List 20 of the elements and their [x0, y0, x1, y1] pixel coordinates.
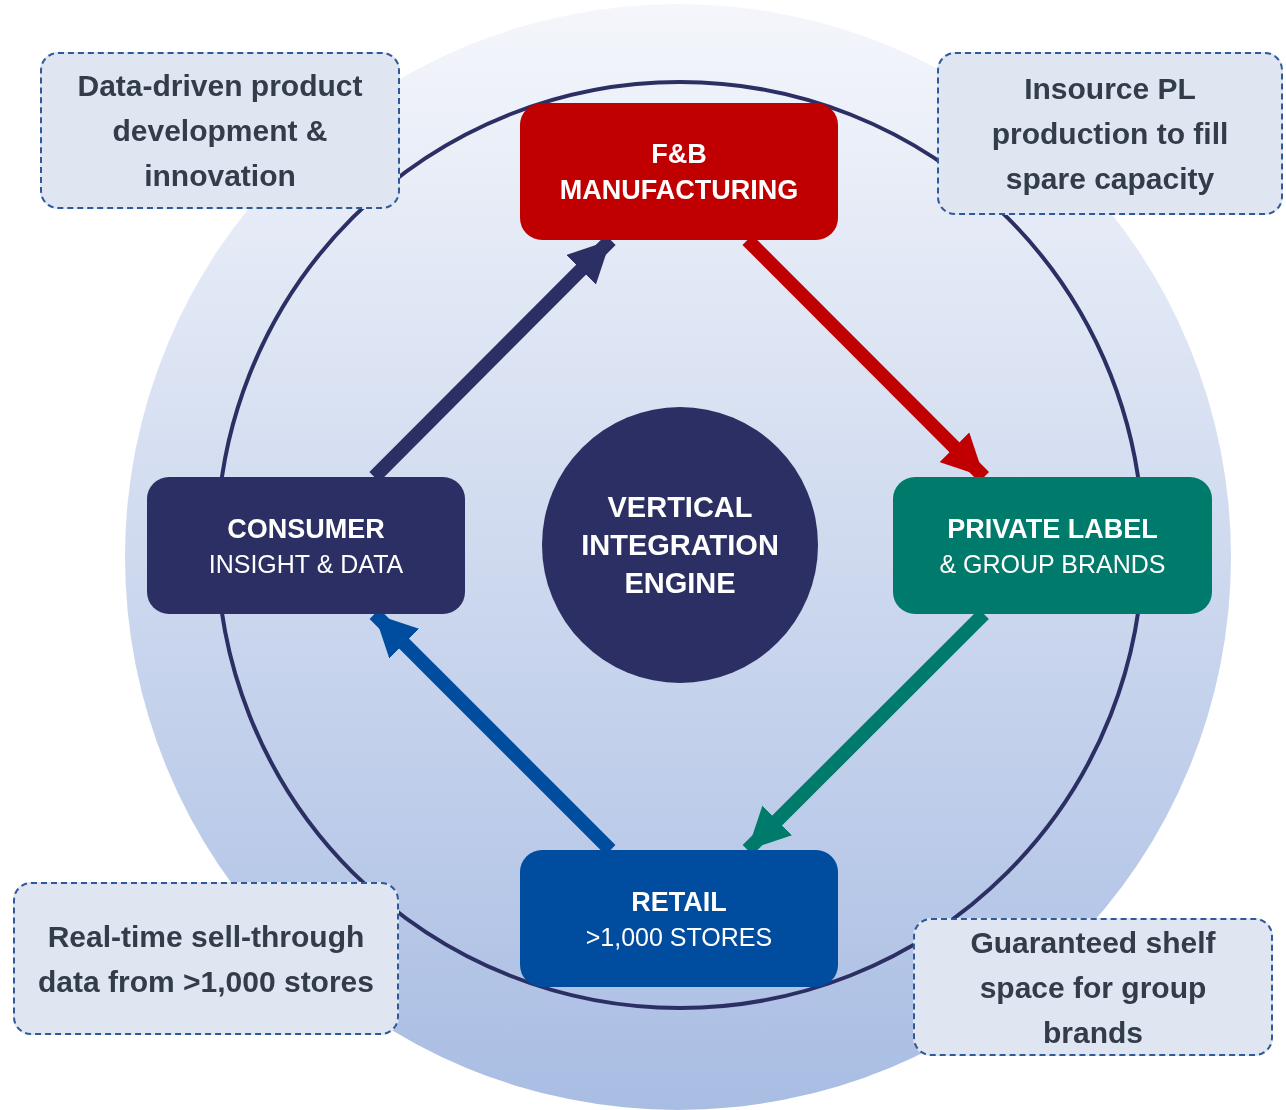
- callout-text: Guaranteed shelf space for group brands: [969, 924, 1217, 1051]
- process-box: [520, 850, 838, 987]
- box-title: F&B MANUFACTURING: [559, 137, 799, 207]
- hub-label: VERTICAL INTEGRATION ENGINE: [581, 490, 779, 601]
- box-subtitle: >1,000 STORES: [585, 921, 773, 953]
- box-title: PRIVATE LABEL: [947, 512, 1158, 546]
- callout-text: Real-time sell-through data from >1,000 stores: [37, 918, 375, 1000]
- box-subtitle: INSIGHT & DATA: [208, 548, 404, 580]
- process-box: [893, 477, 1212, 614]
- process-box: [147, 477, 465, 614]
- callout-text: Data-driven product development & innovation: [76, 68, 364, 194]
- callout-box: [40, 52, 400, 209]
- box-title: RETAIL: [631, 885, 727, 919]
- box-title: CONSUMER: [227, 512, 385, 546]
- box-subtitle: & GROUP BRANDS: [939, 548, 1166, 580]
- callout-box: [913, 918, 1273, 1056]
- process-box: [520, 103, 838, 240]
- callout-box: [13, 882, 399, 1035]
- callout-text: Insource PL production to fill spare capacity: [990, 71, 1230, 197]
- callout-box: [937, 52, 1283, 215]
